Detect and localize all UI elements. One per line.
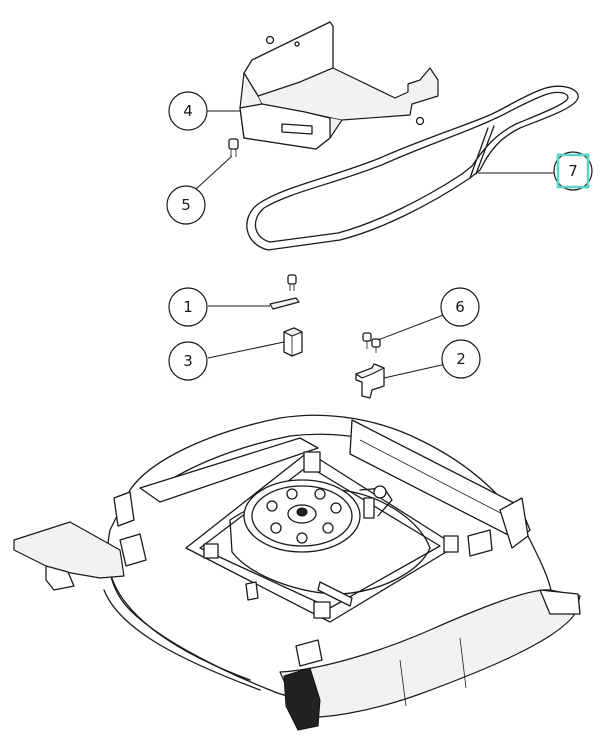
- svg-text:1: 1: [183, 298, 193, 316]
- block-part-3: [283, 327, 303, 357]
- bracket-part-2: [355, 363, 385, 399]
- clip-part-1: [269, 274, 300, 310]
- callout-7: 7: [553, 151, 593, 191]
- bolt-part-5: [228, 138, 239, 157]
- callout-2: 2: [441, 339, 481, 379]
- screws-part-6: [362, 332, 381, 353]
- callout-6: 6: [440, 287, 480, 327]
- svg-text:6: 6: [455, 298, 465, 316]
- belt-guard-bracket: [239, 21, 439, 150]
- callout-5: 5: [166, 185, 206, 225]
- leader-line-2: [383, 363, 447, 379]
- svg-text:2: 2: [456, 350, 466, 368]
- svg-text:4: 4: [183, 102, 193, 120]
- svg-text:5: 5: [181, 196, 191, 214]
- leader-line-5: [195, 155, 233, 190]
- callout-1: 1: [168, 287, 208, 327]
- highlight-frame: [556, 153, 590, 189]
- callout-3: 3: [168, 341, 208, 381]
- callout-4: 4: [168, 91, 208, 131]
- drive-belt: [246, 85, 579, 251]
- mower-deck: [13, 414, 581, 731]
- svg-text:7: 7: [568, 162, 578, 180]
- svg-text:3: 3: [183, 352, 193, 370]
- leader-line-6: [377, 313, 447, 341]
- leader-line-3: [207, 341, 285, 359]
